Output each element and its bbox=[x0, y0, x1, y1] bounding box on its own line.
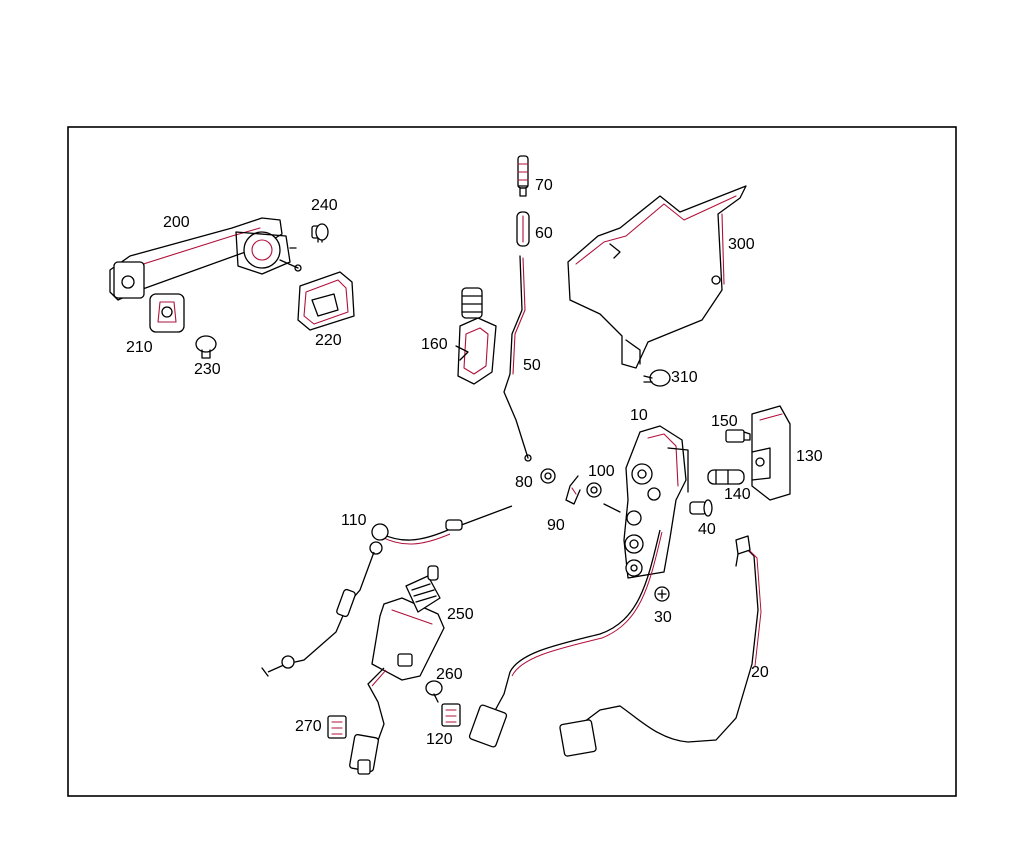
callout-130: 130 bbox=[796, 448, 823, 465]
plug-housing-120[interactable] bbox=[441, 703, 461, 727]
screw-260[interactable] bbox=[425, 680, 443, 703]
nut-100[interactable] bbox=[586, 482, 602, 498]
gasket-210[interactable] bbox=[149, 293, 185, 333]
callout-210: 210 bbox=[126, 339, 153, 356]
door-lock-10[interactable] bbox=[603, 425, 689, 579]
callout-220: 220 bbox=[315, 332, 342, 349]
rod-50[interactable] bbox=[503, 255, 532, 462]
callout-80: 80 bbox=[515, 474, 533, 491]
bolt-40[interactable] bbox=[689, 499, 713, 517]
clip-90[interactable] bbox=[565, 475, 581, 505]
callout-150: 150 bbox=[711, 413, 738, 430]
actuator-cable[interactable] bbox=[349, 667, 387, 775]
wiring-harness-20[interactable] bbox=[468, 529, 762, 757]
callout-60: 60 bbox=[535, 225, 553, 242]
striker-housing-130[interactable] bbox=[751, 405, 791, 501]
callout-250: 250 bbox=[447, 606, 474, 623]
callout-40: 40 bbox=[698, 521, 716, 538]
nut-80[interactable] bbox=[540, 468, 556, 484]
pin-140[interactable] bbox=[707, 469, 745, 485]
actuator-250[interactable] bbox=[371, 565, 445, 681]
callout-160: 160 bbox=[421, 336, 448, 353]
plug-housing-270[interactable] bbox=[327, 715, 347, 739]
callout-10: 10 bbox=[630, 407, 648, 424]
bush-60[interactable] bbox=[516, 211, 530, 247]
callout-110: 110 bbox=[341, 512, 367, 529]
callout-310: 310 bbox=[671, 369, 698, 386]
bolt-150[interactable] bbox=[725, 429, 751, 443]
callout-140: 140 bbox=[724, 486, 751, 503]
callout-90: 90 bbox=[547, 517, 565, 534]
callout-200: 200 bbox=[163, 214, 190, 231]
release-button-160[interactable] bbox=[455, 287, 497, 385]
gasket-220[interactable] bbox=[297, 271, 355, 331]
callout-120: 120 bbox=[426, 731, 453, 748]
leader-lines bbox=[289, 185, 529, 249]
outer-door-handle[interactable] bbox=[109, 217, 302, 301]
screw-30[interactable] bbox=[654, 586, 670, 602]
diagram-frame bbox=[67, 126, 957, 797]
screw-230[interactable] bbox=[195, 335, 217, 359]
callout-30: 30 bbox=[654, 609, 672, 626]
callout-50: 50 bbox=[523, 357, 541, 374]
callout-300: 300 bbox=[728, 236, 755, 253]
screw-240[interactable] bbox=[311, 223, 329, 243]
rod-knob-70[interactable] bbox=[517, 155, 529, 197]
callout-70: 70 bbox=[535, 177, 553, 194]
callout-230: 230 bbox=[194, 361, 221, 378]
bolt-310[interactable] bbox=[643, 369, 671, 387]
callout-260: 260 bbox=[436, 666, 463, 683]
bowden-cable-110[interactable] bbox=[261, 505, 513, 677]
callout-100: 100 bbox=[588, 463, 615, 480]
callout-240: 240 bbox=[311, 197, 338, 214]
callout-20: 20 bbox=[751, 664, 769, 681]
protective-cover-300[interactable] bbox=[567, 185, 747, 369]
callout-270: 270 bbox=[295, 718, 322, 735]
